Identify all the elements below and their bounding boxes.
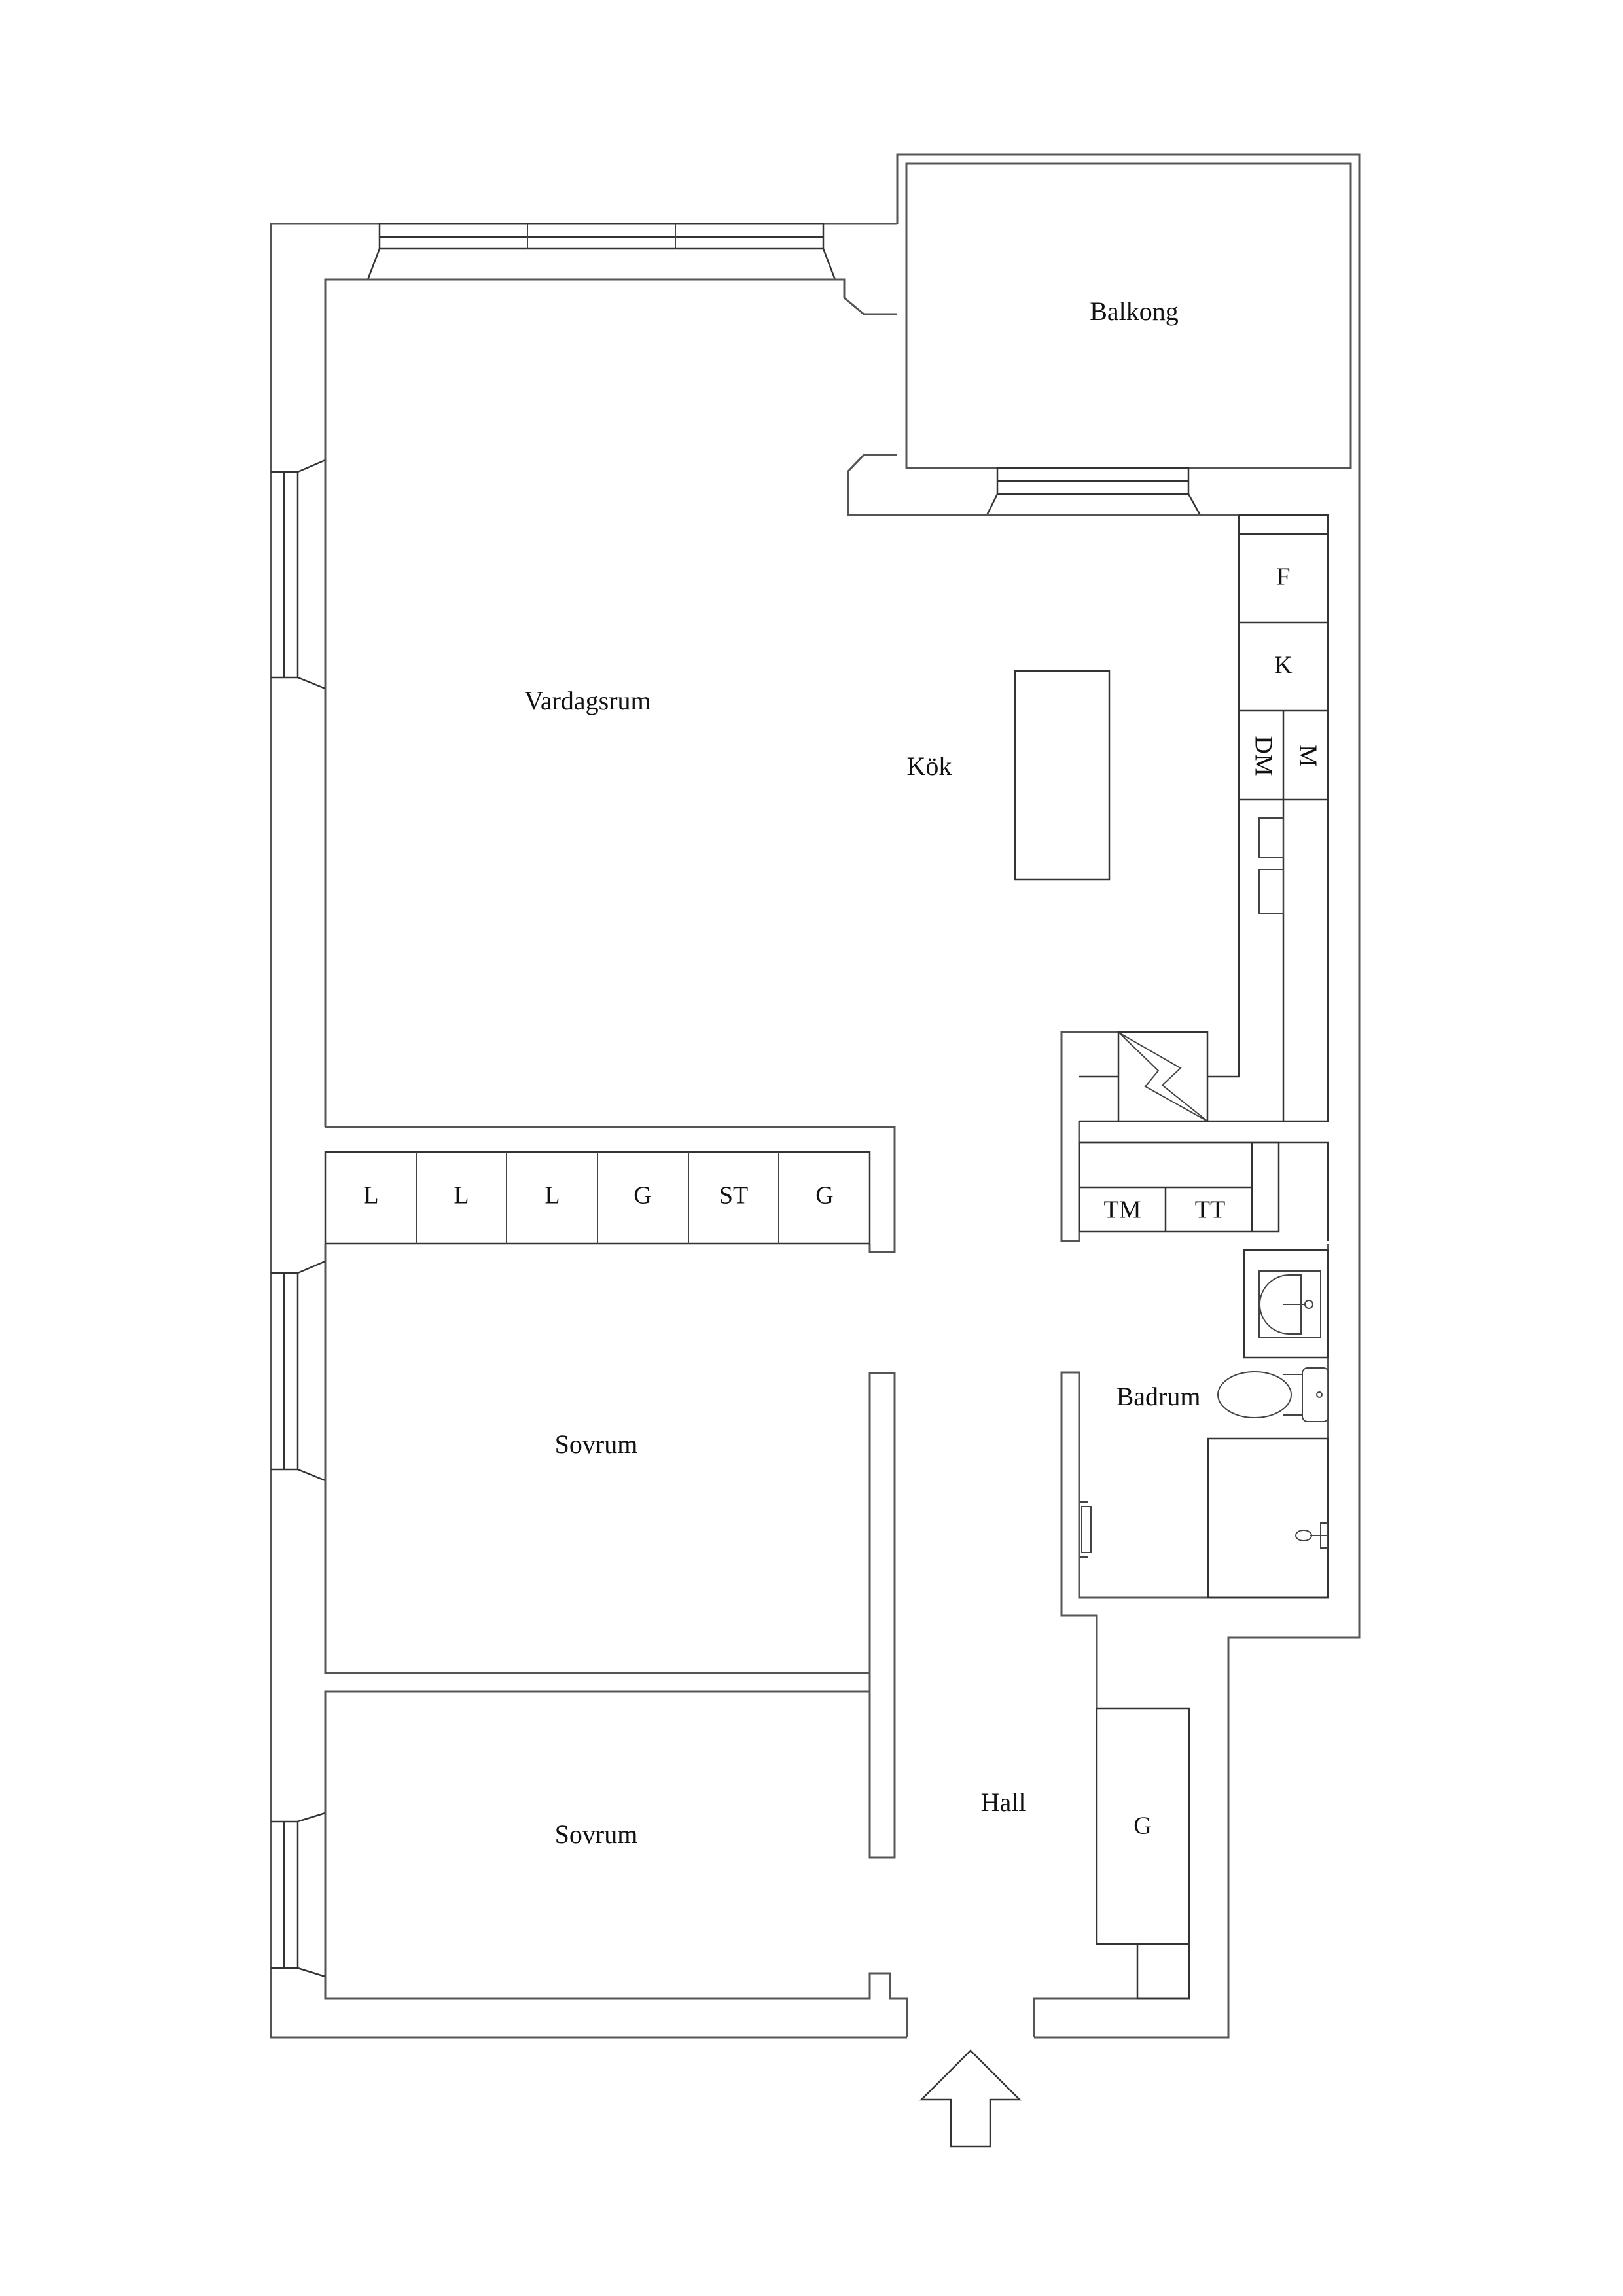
- entrance-arrow-icon: [919, 2049, 1022, 2148]
- kitchen-counter: F K DM M: [1207, 514, 1329, 1122]
- bathroom: Badrum: [1060, 1244, 1329, 1708]
- kitchen-label: Kök: [907, 751, 952, 781]
- bedroom-1: Sovrum: [271, 1244, 870, 1674]
- hall-partition-wall: [868, 1372, 896, 1859]
- washing-machine-label: TM: [1104, 1196, 1141, 1224]
- hall: G Hall: [981, 1707, 1190, 2037]
- balcony-door: [986, 467, 1202, 516]
- hall-label: Hall: [981, 1787, 1026, 1817]
- bedroom-2: Sovrum: [271, 1690, 908, 2037]
- sink-basin-icon: [1258, 869, 1284, 914]
- closet-row: L L L G ST G: [324, 1151, 871, 1245]
- freezer-label: K: [1274, 652, 1293, 679]
- living-kitchen-walls: [324, 278, 1239, 1253]
- shower-head-icon: [1295, 1522, 1328, 1549]
- closet-label: ST: [719, 1182, 748, 1210]
- closet-label: G: [633, 1182, 651, 1210]
- shower-area: [1207, 1437, 1329, 1599]
- dryer-label: TT: [1195, 1196, 1225, 1224]
- balcony-label: Balkong: [1090, 296, 1179, 326]
- closet-label: L: [454, 1182, 469, 1210]
- balcony: Balkong: [905, 162, 1352, 469]
- living-room-label: Vardagsrum: [524, 686, 651, 715]
- window-left-living: [271, 459, 326, 690]
- laundry-cabinet: TM TT: [1078, 1141, 1329, 1241]
- hall-wardrobe-label: G: [1133, 1812, 1151, 1840]
- dishwasher-label: DM: [1249, 736, 1277, 776]
- outer-walls: [270, 153, 1361, 2039]
- washbasin-icon: [1258, 1270, 1321, 1338]
- sink-basin-icon: [1258, 817, 1284, 858]
- towel-rail-icon: [1080, 1501, 1092, 1558]
- closet-label: L: [544, 1182, 560, 1210]
- closet-label: G: [815, 1182, 833, 1210]
- toilet-icon: [1217, 1367, 1329, 1422]
- closet-label: L: [363, 1182, 378, 1210]
- microwave-label: M: [1294, 745, 1321, 767]
- bedroom-1-label: Sovrum: [555, 1429, 638, 1459]
- window-top-living: [366, 223, 836, 280]
- stove-zigzag-icon: [1118, 1032, 1208, 1122]
- bedroom-2-label: Sovrum: [555, 1820, 638, 1849]
- bathroom-label: Badrum: [1116, 1382, 1201, 1411]
- fridge-label: F: [1276, 564, 1290, 591]
- kitchen-island: [1014, 670, 1111, 881]
